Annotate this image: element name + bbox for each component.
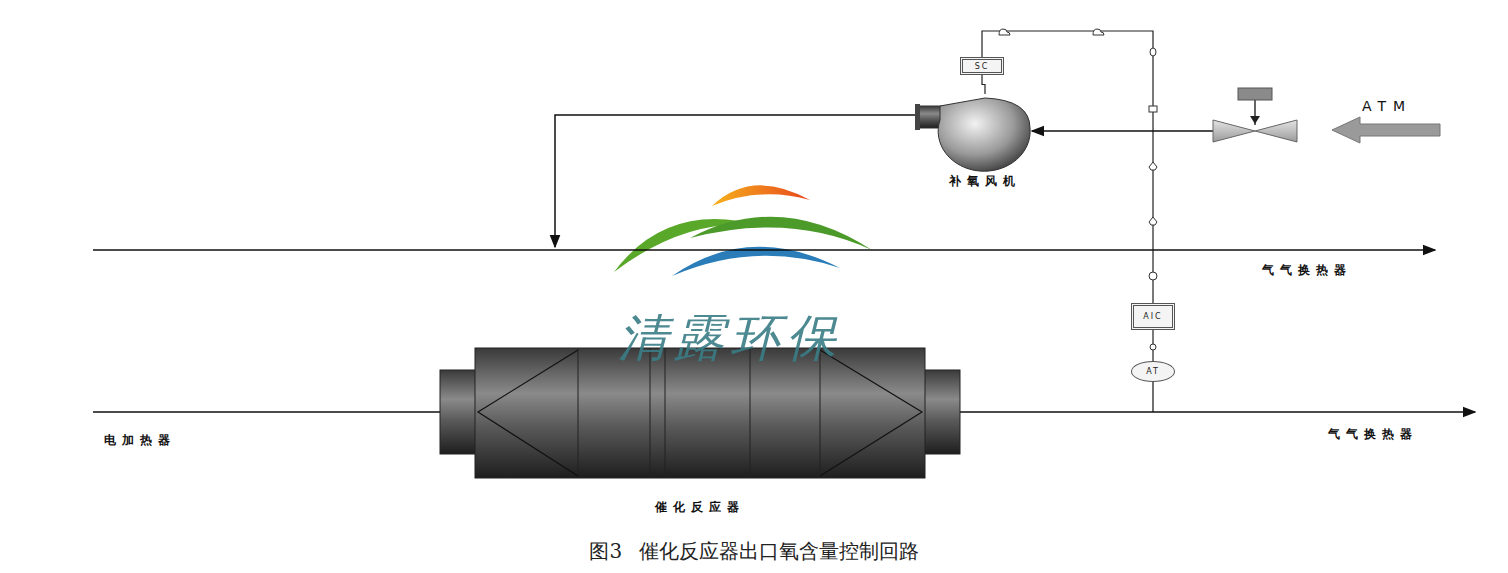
valve-symbol [1213,88,1297,142]
analyzer-controller-box: AIC [1131,303,1175,330]
signal-marker [1149,106,1157,112]
sample-line [1152,382,1153,412]
signal-connector [982,75,985,94]
upper-pipe [93,249,1435,251]
signal-marker [1093,29,1104,35]
signal-connector [982,31,1153,303]
node-text: SC [975,62,990,71]
air-pipe [1032,130,1213,132]
equipment-label: 气气换热器 [1328,426,1418,443]
oxygen-supply-pipe [555,115,918,247]
watermark-logo [614,185,872,276]
signal-marker [1150,48,1156,56]
watermark-text: 清露环保 [618,305,842,372]
signal-marker [1150,344,1156,350]
signal-marker [1149,162,1157,170]
node-text: AT [1146,367,1160,376]
signal-marker [1149,217,1157,225]
figure-caption: 图3 催化反应器出口氧含量控制回路 [0,538,1508,565]
equipment-label: 气气换热器 [1262,262,1352,279]
analyzer-transmitter: AT [1131,361,1175,382]
node-text: AIC [1143,312,1162,321]
atmosphere-label: ATM [1362,98,1412,114]
fan-block: 补氧风机 [928,94,1042,190]
node-text: 补氧风机 [949,173,1021,190]
atmosphere-arrow [1332,117,1440,143]
signal-marker [999,29,1010,35]
node-text: 催化反应器 [655,499,745,516]
fan-symbol [915,98,1030,171]
reactor-vessel [440,348,960,478]
signal-marker [1149,272,1157,280]
equipment-label: 电加热器 [104,432,176,449]
speed-controller-box: SC [960,57,1004,75]
